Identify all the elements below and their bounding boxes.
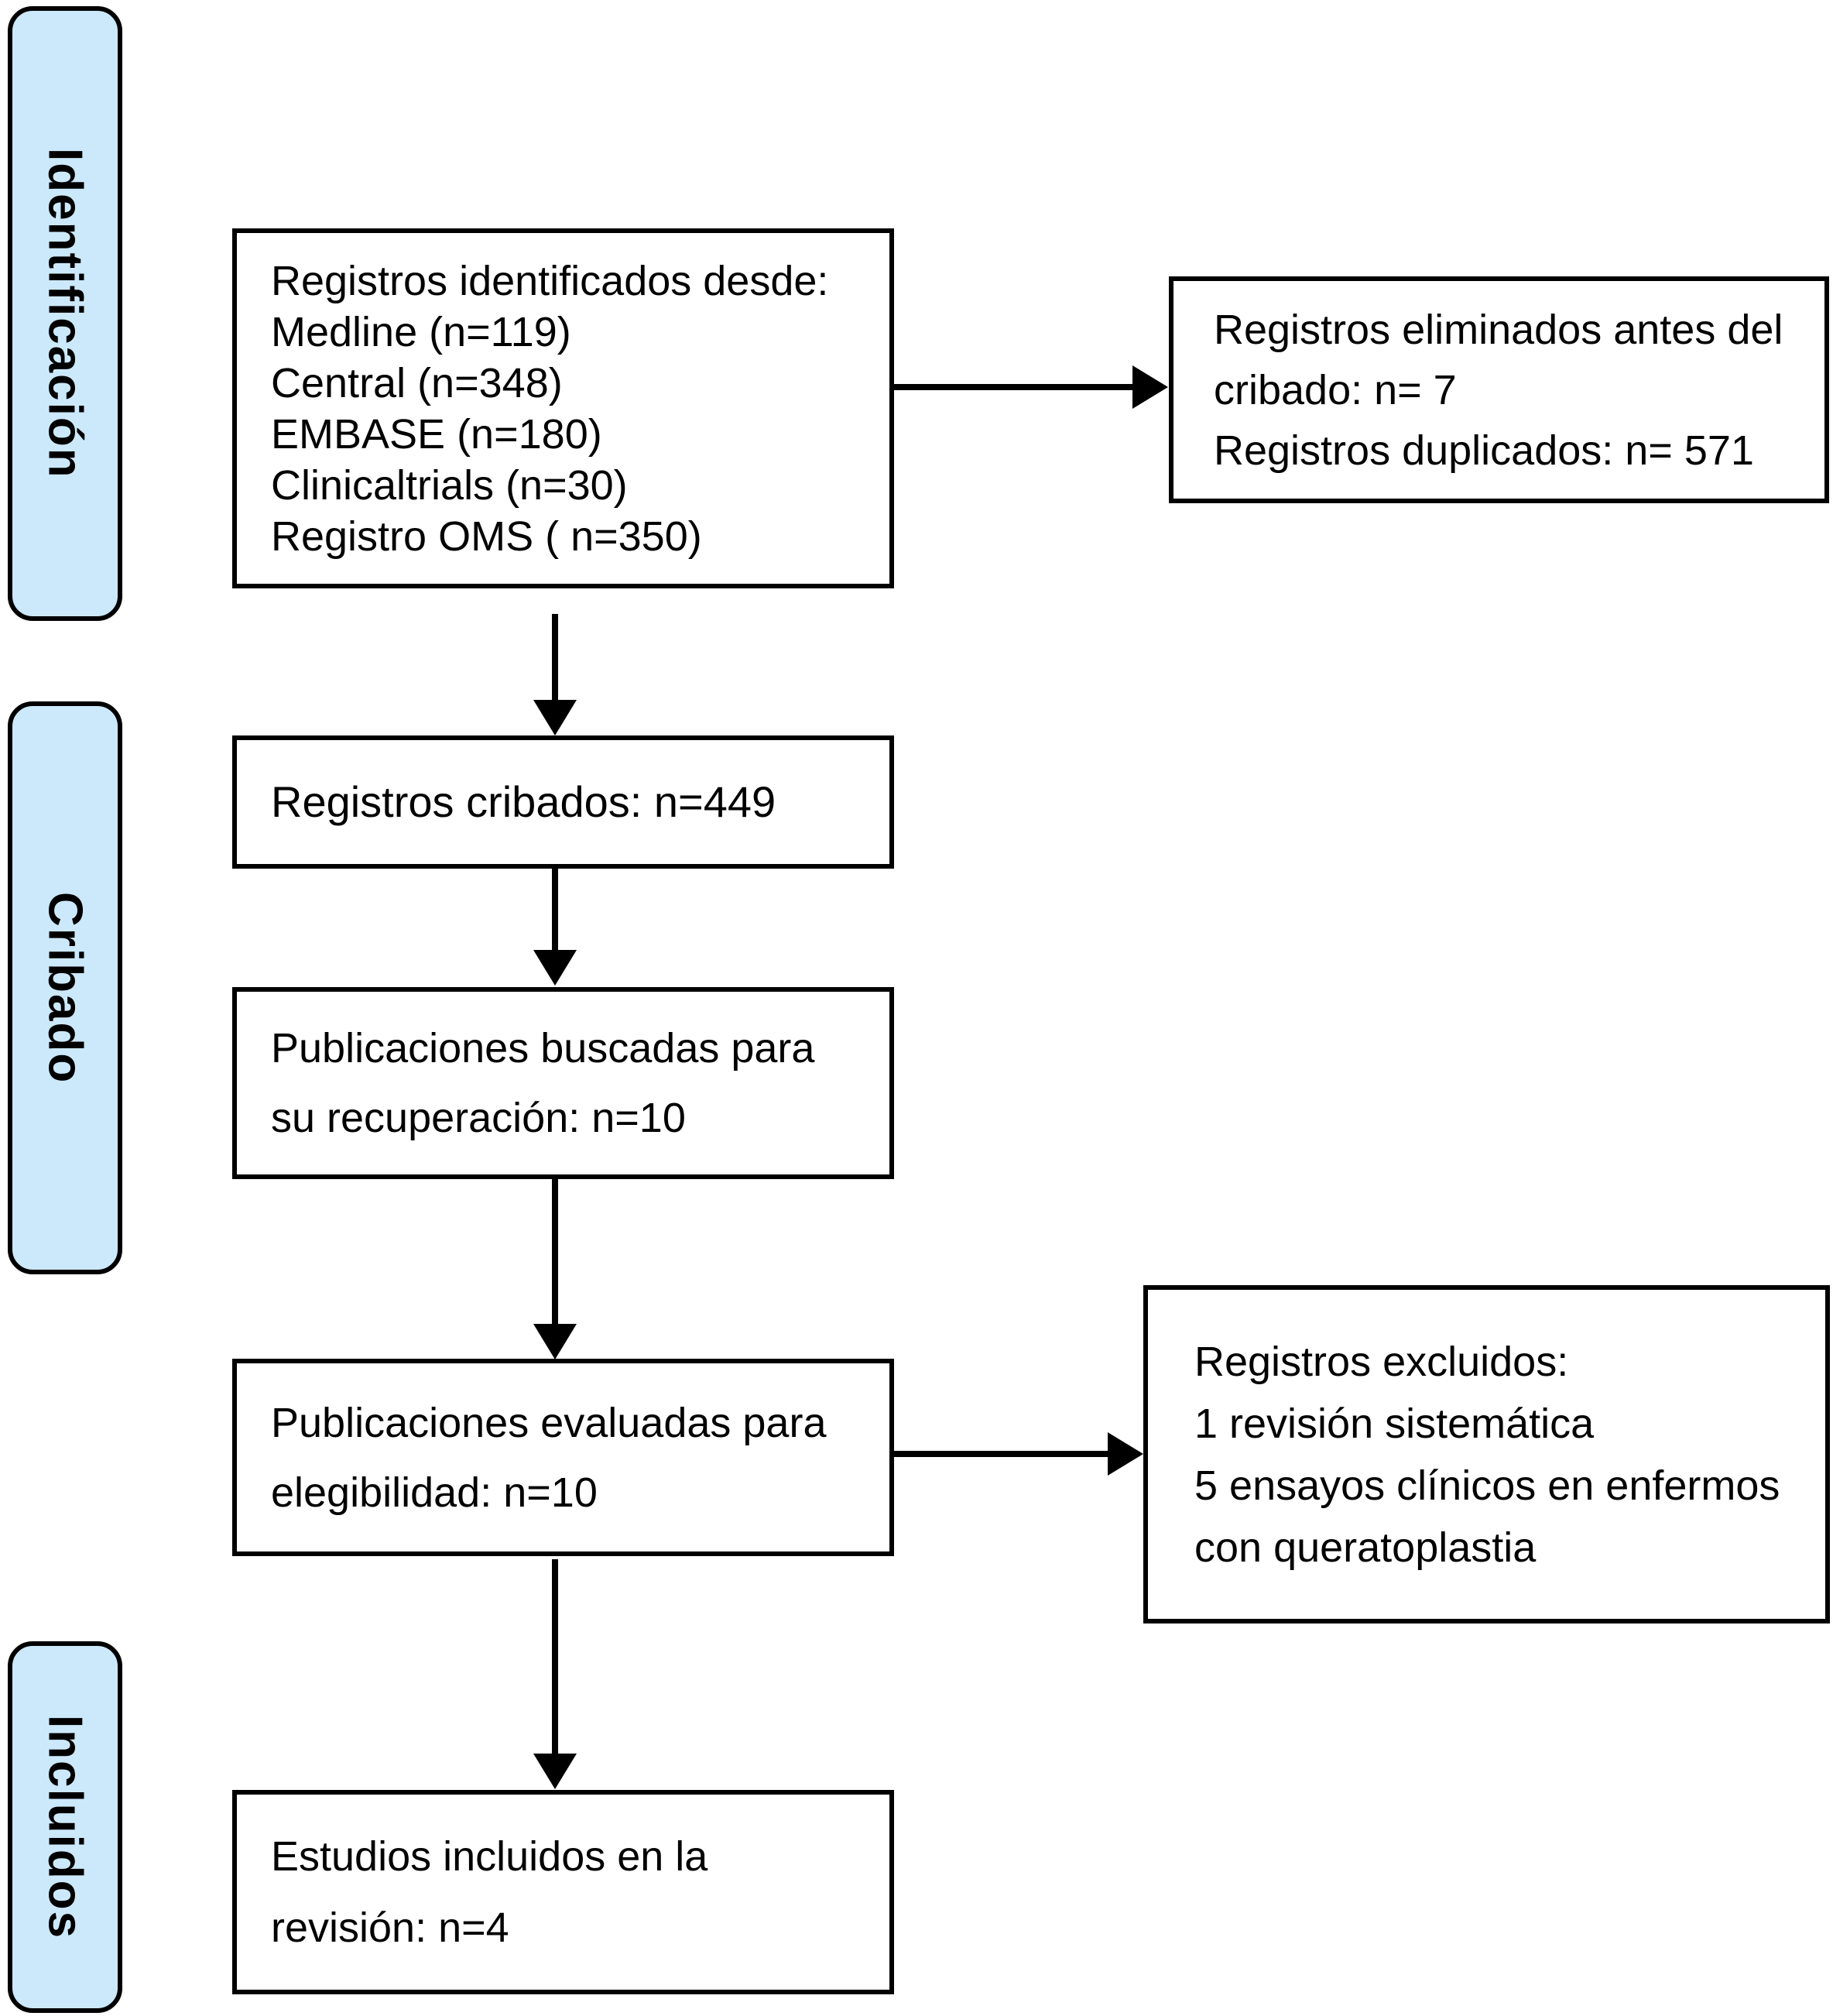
box-records-screened-line: Registros cribados: n=449: [271, 777, 776, 826]
arrow-assessed-to-included-line: [552, 1559, 558, 1754]
box-studies-included-line: revisión: n=4: [271, 1905, 509, 1951]
stage-label-identificacion-text: Identificación: [38, 148, 92, 479]
box-records-identified-line: Registro OMS ( n=350): [271, 513, 702, 560]
arrow-identified-to-screened-head-icon: [533, 700, 577, 735]
box-records-excluded-line: con queratoplastia: [1194, 1524, 1537, 1571]
box-records-excluded: Registros excluidos: 1 revisión sistemát…: [1143, 1285, 1830, 1623]
box-records-excluded-line: 1 revisión sistemática: [1194, 1400, 1595, 1447]
box-publications-sought: Publicaciones buscadas para su recuperac…: [232, 987, 894, 1179]
box-records-screened: Registros cribados: n=449: [232, 735, 894, 869]
box-records-excluded-line: 5 ensayos clínicos en enfermos: [1194, 1462, 1780, 1509]
arrow-identified-to-removed-line: [894, 384, 1134, 390]
box-records-identified-line: Medline (n=119): [271, 308, 571, 355]
box-publications-assessed: Publicaciones evaluadas para elegibilida…: [232, 1359, 894, 1556]
box-records-removed-line: Registros duplicados: n= 571: [1214, 427, 1754, 474]
arrow-screened-to-sought-head-icon: [533, 950, 577, 986]
arrow-identified-to-removed-head-icon: [1132, 365, 1168, 409]
box-studies-included: Estudios incluidos en la revisión: n=4: [232, 1790, 894, 1994]
box-records-removed-line: cribado: n= 7: [1214, 366, 1457, 413]
arrow-assessed-to-excluded-head-icon: [1108, 1432, 1143, 1476]
arrow-assessed-to-included-head-icon: [533, 1754, 577, 1789]
box-records-excluded-line: Registros excluidos:: [1194, 1338, 1569, 1385]
box-records-identified-line: EMBASE (n=180): [271, 410, 602, 458]
arrow-assessed-to-excluded-line: [894, 1451, 1108, 1457]
box-records-identified-line: Clinicaltrials (n=30): [271, 461, 628, 509]
box-records-identified-line: Registros identificados desde:: [271, 257, 829, 304]
stage-label-identificacion: Identificación: [8, 6, 122, 621]
box-publications-assessed-line: Publicaciones evaluadas para: [271, 1399, 827, 1446]
arrow-sought-to-assessed-line: [552, 1179, 558, 1325]
stage-label-incluidos: Incluidos: [8, 1641, 122, 2013]
box-records-identified-line: Central (n=348): [271, 359, 563, 406]
stage-label-incluidos-text: Incluidos: [38, 1714, 92, 1940]
stage-label-cribado: Cribado: [8, 701, 122, 1274]
box-studies-included-line: Estudios incluidos en la: [271, 1833, 708, 1880]
arrow-sought-to-assessed-head-icon: [533, 1324, 577, 1359]
box-records-removed: Registros eliminados antes del cribado: …: [1169, 276, 1829, 503]
box-publications-sought-line: su recuperación: n=10: [271, 1095, 686, 1141]
arrow-screened-to-sought-line: [552, 869, 558, 951]
box-records-removed-line: Registros eliminados antes del: [1214, 306, 1783, 353]
arrow-identified-to-screened-line: [552, 614, 558, 701]
box-publications-assessed-line: elegibilidad: n=10: [271, 1469, 598, 1516]
box-records-identified: Registros identificados desde: Medline (…: [232, 228, 894, 588]
box-publications-sought-line: Publicaciones buscadas para: [271, 1025, 815, 1071]
stage-label-cribado-text: Cribado: [38, 891, 92, 1085]
